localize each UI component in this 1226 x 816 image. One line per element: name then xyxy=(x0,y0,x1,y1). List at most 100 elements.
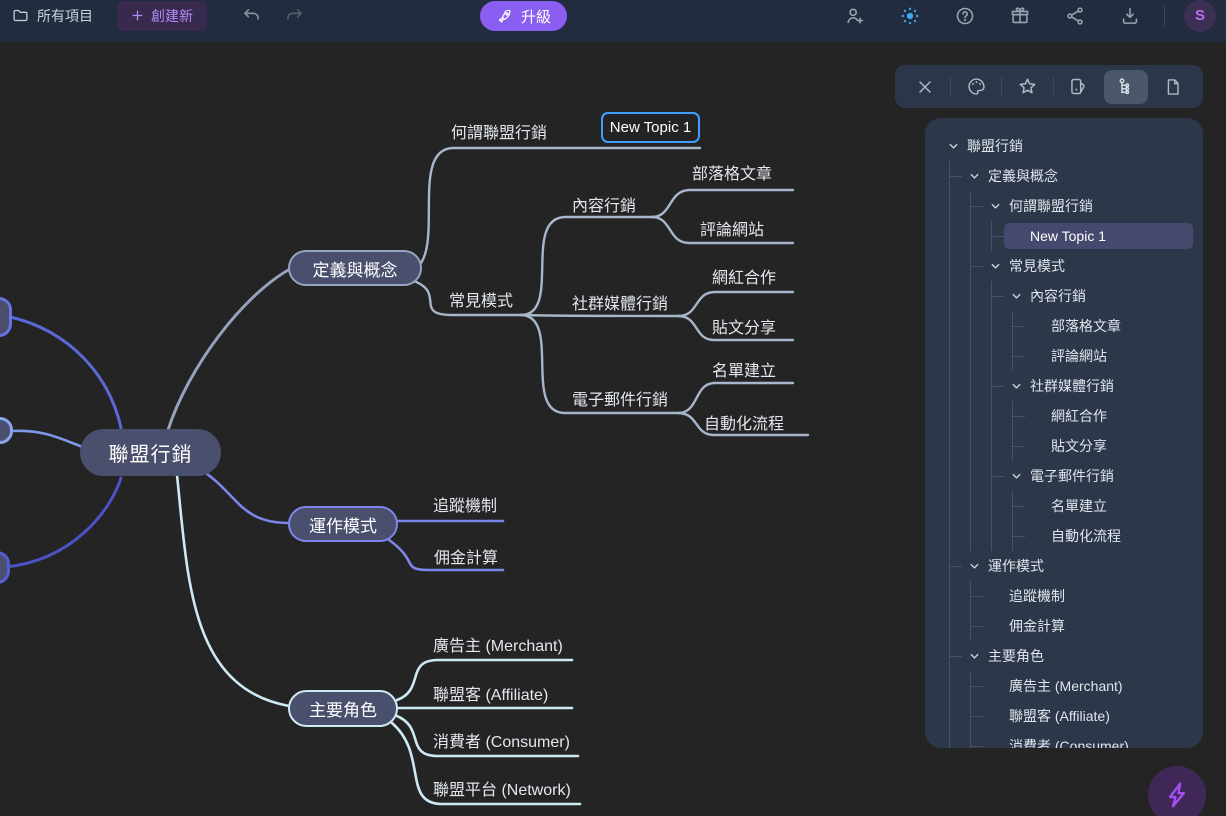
outline-item-row[interactable]: 社群媒體行銷 xyxy=(1004,373,1193,399)
mindmap-node-definitions[interactable]: 定義與概念 xyxy=(288,250,422,286)
mindmap-topic-label[interactable]: 自動化流程 xyxy=(704,416,785,433)
mindmap-topic-label[interactable]: 貼文分享 xyxy=(712,320,777,337)
theme-templates-button[interactable] xyxy=(1064,70,1094,104)
style-palette-button[interactable] xyxy=(961,70,991,104)
tree-guide xyxy=(962,251,983,281)
all-projects-label: 所有項目 xyxy=(37,7,93,24)
mindmap-node-operation[interactable]: 運作模式 xyxy=(288,506,398,542)
mindmap-topic-label[interactable]: 常見模式 xyxy=(449,293,514,310)
chevron-down-icon xyxy=(970,563,979,569)
outline-item-row[interactable]: 名單建立 xyxy=(1025,493,1193,519)
mindmap-topic-label[interactable]: 追蹤機制 xyxy=(433,498,498,515)
outline-item: 何謂聯盟行銷 xyxy=(941,191,1203,221)
outline-item-row[interactable]: 聯盟客 (Affiliate) xyxy=(983,703,1193,729)
theme-brightness-icon[interactable] xyxy=(899,5,921,27)
tree-guide xyxy=(941,641,962,671)
redo-button[interactable] xyxy=(284,5,305,26)
tree-guide xyxy=(962,281,983,311)
tree-caret[interactable] xyxy=(969,171,981,182)
outline-item-row[interactable]: 貼文分享 xyxy=(1025,433,1193,459)
page-notes-button[interactable] xyxy=(1158,70,1188,104)
favorite-button[interactable] xyxy=(1013,70,1043,104)
avatar[interactable]: S xyxy=(1184,0,1216,32)
mindmap-node-root[interactable]: 聯盟行銷 xyxy=(80,429,221,476)
close-panel-button[interactable] xyxy=(910,70,940,104)
mindmap-topic-label[interactable]: 佣金計算 xyxy=(434,550,499,567)
outline-item-label: 名單建立 xyxy=(1051,498,1107,514)
mindmap-topic-label[interactable]: 內容行銷 xyxy=(572,198,637,215)
invite-user-icon[interactable] xyxy=(844,5,866,27)
tree-guide xyxy=(941,341,962,371)
tree-guide xyxy=(941,311,962,341)
create-new-label: 創建新 xyxy=(151,7,193,24)
mindmap-topic-label[interactable]: 聯盟客 (Affiliate) xyxy=(433,687,549,704)
mindmap-topic-label[interactable]: 何謂聯盟行銷 xyxy=(451,125,548,142)
tree-caret[interactable] xyxy=(948,141,960,152)
outline-item-row[interactable]: 定義與概念 xyxy=(962,163,1193,189)
mindmap-topic-label[interactable]: 評論網站 xyxy=(700,222,765,239)
outline-item-row[interactable]: 聯盟行銷 xyxy=(941,133,1193,159)
mindmap-node-new-topic-1[interactable]: New Topic 1 xyxy=(601,112,700,143)
outline-item-row[interactable]: 網紅合作 xyxy=(1025,403,1193,429)
mindmap-topic-label[interactable]: 廣告主 (Merchant) xyxy=(433,638,563,655)
outline-item-row[interactable]: 部落格文章 xyxy=(1025,313,1193,339)
toolbar-separator xyxy=(1052,76,1054,97)
tree-guide xyxy=(962,701,983,731)
outline-item-row[interactable]: 內容行銷 xyxy=(1004,283,1193,309)
tree-guide xyxy=(941,251,962,281)
mindmap-topic-label[interactable]: 網紅合作 xyxy=(712,270,777,287)
tree-caret[interactable] xyxy=(1011,471,1023,482)
outline-item-row[interactable]: 評論網站 xyxy=(1025,343,1193,369)
outline-structure-button[interactable] xyxy=(1103,69,1148,104)
tree-caret[interactable] xyxy=(990,201,1002,212)
outline-item-row[interactable]: 追蹤機制 xyxy=(983,583,1193,609)
outline-item-label: 廣告主 (Merchant) xyxy=(1009,678,1123,694)
outline-item-row[interactable]: 自動化流程 xyxy=(1025,523,1193,549)
ai-assistant-button[interactable] xyxy=(1148,766,1206,816)
folder-icon xyxy=(12,7,29,24)
all-projects-button[interactable]: 所有項目 xyxy=(12,6,93,26)
help-icon[interactable] xyxy=(954,5,976,27)
tree-caret[interactable] xyxy=(969,561,981,572)
outline-item-label: 社群媒體行銷 xyxy=(1030,378,1114,394)
outline-tree: 聯盟行銷定義與概念何謂聯盟行銷 New Topic 1 常見模式內容行銷部落格文章評… xyxy=(941,131,1203,748)
tree-caret[interactable] xyxy=(990,261,1002,272)
mindmap-topic-label[interactable]: 聯盟平台 (Network) xyxy=(433,782,571,799)
outline-item-row[interactable]: 消費者 (Consumer) xyxy=(983,733,1193,748)
outline-item-row[interactable]: 常見模式 xyxy=(983,253,1193,279)
tree-guide xyxy=(941,371,962,401)
outline-item-row[interactable]: 運作模式 xyxy=(962,553,1193,579)
outline-item-selected[interactable]: New Topic 1 xyxy=(1004,223,1193,249)
outline-item-row[interactable]: 佣金計算 xyxy=(983,613,1193,639)
mindmap-topic-label[interactable]: 電子郵件行銷 xyxy=(572,392,669,409)
tree-guide xyxy=(962,731,983,748)
panel-toolbar xyxy=(895,65,1203,108)
outline-item-label: 自動化流程 xyxy=(1051,528,1121,544)
tree-guide xyxy=(962,311,983,341)
mindmap-topic-label[interactable]: 消費者 (Consumer) xyxy=(433,734,570,751)
tree-guide xyxy=(941,461,962,491)
tree-caret[interactable] xyxy=(1011,381,1023,392)
outline-item-row[interactable]: 電子郵件行銷 xyxy=(1004,463,1193,489)
upgrade-button[interactable]: 升級 xyxy=(480,1,568,31)
outline-item: 追蹤機制 xyxy=(941,581,1203,611)
download-icon[interactable] xyxy=(1119,5,1141,27)
tree-caret[interactable] xyxy=(1011,291,1023,302)
outline-item-row[interactable]: 主要角色 xyxy=(962,643,1193,669)
outline-tree-icon xyxy=(1119,78,1130,95)
outline-item-row[interactable]: 何謂聯盟行銷 xyxy=(983,193,1193,219)
outline-item-row[interactable]: 廣告主 (Merchant) xyxy=(983,673,1193,699)
undo-button[interactable] xyxy=(241,5,262,26)
create-new-button[interactable]: 創建新 xyxy=(117,0,207,31)
gift-icon[interactable] xyxy=(1009,5,1031,27)
share-icon[interactable] xyxy=(1064,5,1086,27)
mindmap-topic-label[interactable]: 名單建立 xyxy=(712,363,777,380)
outline-item: New Topic 1 xyxy=(941,221,1203,251)
chevron-down-icon xyxy=(1012,293,1021,299)
mindmap-topic-label[interactable]: 社群媒體行銷 xyxy=(572,296,669,313)
mindmap-node-roles[interactable]: 主要角色 xyxy=(288,690,398,727)
mindmap-topic-label[interactable]: 部落格文章 xyxy=(692,166,773,183)
outline-item: 電子郵件行銷 xyxy=(941,461,1203,491)
tree-caret[interactable] xyxy=(969,651,981,662)
